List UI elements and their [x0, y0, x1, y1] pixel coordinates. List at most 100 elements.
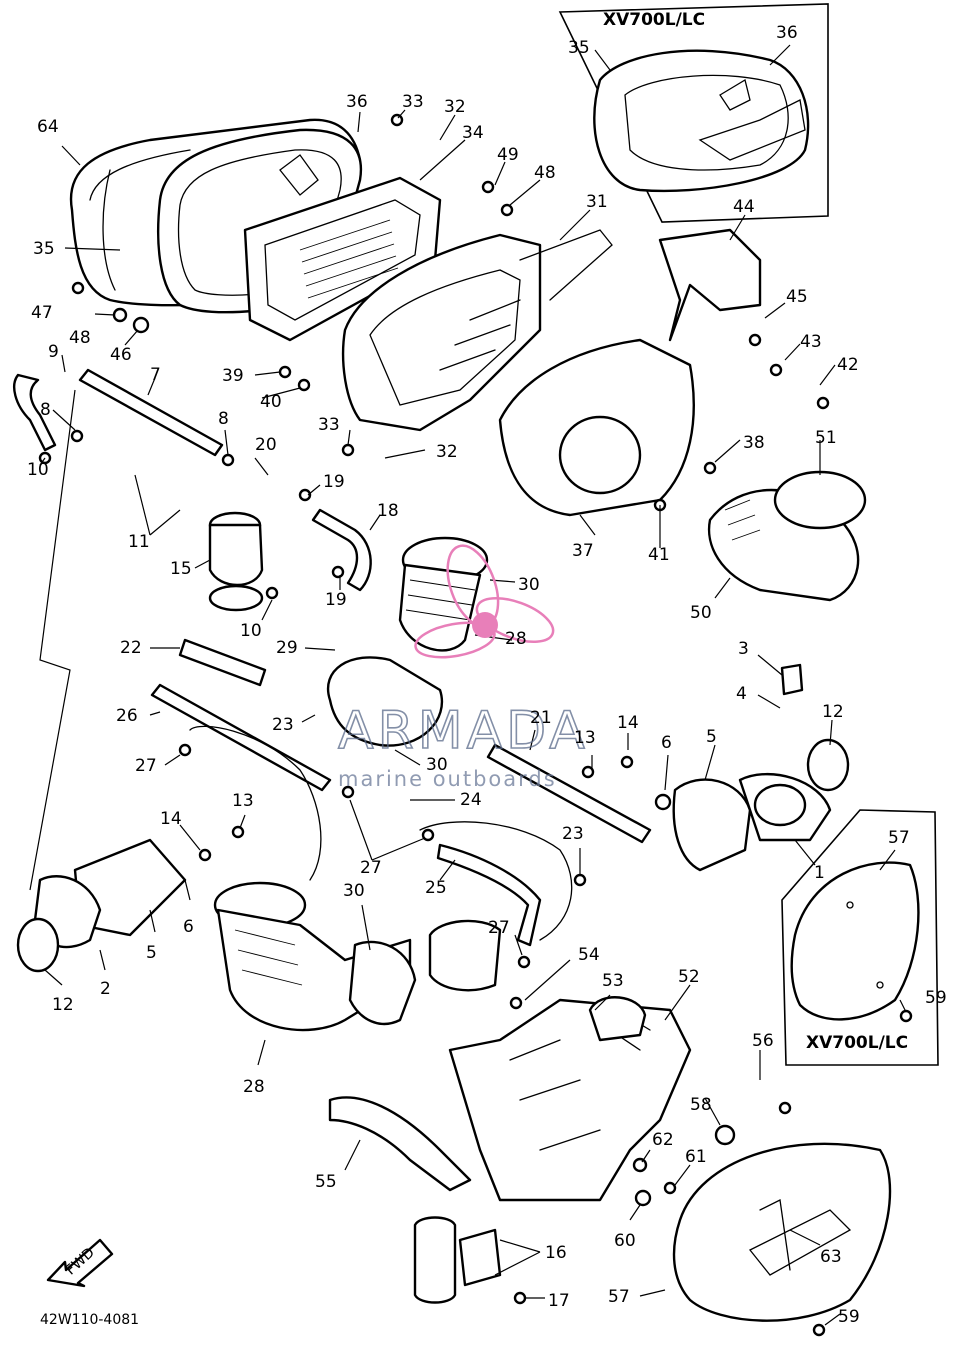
callout-58: 58 — [690, 1095, 712, 1115]
inset-side-xv700l — [781, 809, 939, 1066]
callout-31: 31 — [586, 192, 608, 212]
callout-13b: 13 — [232, 791, 254, 811]
callout-1: 1 — [814, 863, 825, 883]
callout-9: 9 — [48, 342, 59, 362]
part-25-pipe — [436, 843, 542, 947]
callout-7: 7 — [150, 365, 161, 385]
watermark-brand: ARMADA — [338, 701, 589, 761]
callout-33a: 33 — [402, 92, 424, 112]
callout-19b: 19 — [325, 590, 347, 610]
callout-17: 17 — [548, 1291, 570, 1311]
part-1-5-carb-joint-right — [672, 663, 850, 872]
callout-44: 44 — [733, 197, 755, 217]
callout-64: 64 — [37, 117, 59, 137]
fasteners — [38, 113, 913, 1337]
callout-42: 42 — [837, 355, 859, 375]
callout-4: 4 — [736, 684, 747, 704]
callout-59b: 59 — [838, 1307, 860, 1327]
part-44-bracket — [658, 228, 762, 342]
fwd-arrow-icon: FWD — [46, 1238, 114, 1288]
leader-lines — [29, 44, 907, 1326]
callout-40: 40 — [260, 392, 282, 412]
callout-36b: 36 — [776, 23, 798, 43]
callout-34: 34 — [462, 123, 484, 143]
callout-23b: 23 — [562, 824, 584, 844]
callout-20: 20 — [255, 435, 277, 455]
callout-30c: 30 — [343, 881, 365, 901]
callout-24: 24 — [460, 790, 482, 810]
callout-46: 46 — [110, 345, 132, 365]
part-9-hose — [13, 373, 57, 452]
callout-41: 41 — [648, 545, 670, 565]
propeller-logo-icon — [414, 544, 555, 659]
part-21-pipe — [486, 743, 652, 844]
part-2-5-carb-joint-left — [16, 838, 187, 973]
callout-50: 50 — [690, 603, 712, 623]
callout-14a: 14 — [617, 713, 639, 733]
callout-51: 51 — [815, 428, 837, 448]
callout-43: 43 — [800, 332, 822, 352]
callout-62: 62 — [652, 1130, 674, 1150]
inset-top-label: XV700L/LC — [603, 10, 705, 30]
callout-6b: 6 — [183, 917, 194, 937]
part-31-air-box — [341, 229, 613, 432]
callout-56: 56 — [752, 1031, 774, 1051]
callout-23a: 23 — [272, 715, 294, 735]
callout-52: 52 — [678, 967, 700, 987]
callout-37: 37 — [572, 541, 594, 561]
callout-18: 18 — [377, 501, 399, 521]
callout-60: 60 — [614, 1231, 636, 1251]
callout-3: 3 — [738, 639, 749, 659]
callout-5b: 5 — [146, 943, 157, 963]
callout-48a: 48 — [534, 163, 556, 183]
callout-48b: 48 — [69, 328, 91, 348]
callout-27c: 27 — [488, 918, 510, 938]
inset-top-xv700l — [558, 3, 829, 223]
part-15-valve — [208, 511, 264, 612]
callout-12b: 12 — [52, 995, 74, 1015]
callout-19a: 19 — [323, 472, 345, 492]
part-30-28-intake-lower — [213, 881, 417, 1032]
callout-35b: 35 — [33, 239, 55, 259]
callout-22: 22 — [120, 638, 142, 658]
callout-28a: 28 — [505, 629, 527, 649]
callout-10a: 10 — [27, 460, 49, 480]
callout-16: 16 — [545, 1243, 567, 1263]
part-57-bottom-cover — [672, 1142, 892, 1322]
callout-8a: 8 — [40, 400, 51, 420]
engine-outline — [189, 725, 573, 992]
callout-29: 29 — [276, 638, 298, 658]
part-37-side-cover — [498, 338, 695, 517]
callout-27a: 27 — [135, 756, 157, 776]
callout-53: 53 — [602, 971, 624, 991]
callout-8b: 8 — [218, 409, 229, 429]
part-30-28-intake-upper — [327, 536, 489, 747]
callout-11: 11 — [128, 532, 150, 552]
callout-45: 45 — [786, 287, 808, 307]
part-22-pipe — [178, 638, 267, 687]
callout-61: 61 — [685, 1147, 707, 1167]
callout-49: 49 — [497, 145, 519, 165]
callout-26: 26 — [116, 706, 138, 726]
callout-33b: 33 — [318, 415, 340, 435]
callout-2: 2 — [100, 979, 111, 999]
callout-12a: 12 — [822, 702, 844, 722]
watermark-tagline: marine outboards — [338, 767, 557, 791]
part-16-clamp — [413, 1216, 502, 1304]
callout-57b: 57 — [608, 1287, 630, 1307]
callout-55: 55 — [315, 1172, 337, 1192]
callout-54: 54 — [578, 945, 600, 965]
callout-39: 39 — [222, 366, 244, 386]
callout-38: 38 — [743, 433, 765, 453]
callout-47: 47 — [31, 303, 53, 323]
diagram-code: 42W110-4081 — [40, 1312, 139, 1328]
callout-30a: 30 — [518, 575, 540, 595]
part-50-intake-boot — [707, 470, 867, 602]
callout-14b: 14 — [160, 809, 182, 829]
callout-25: 25 — [425, 878, 447, 898]
callout-32b: 32 — [436, 442, 458, 462]
inset-labels: XV700L/LC XV700L/LC — [603, 10, 908, 1053]
callout-35a: 35 — [568, 38, 590, 58]
